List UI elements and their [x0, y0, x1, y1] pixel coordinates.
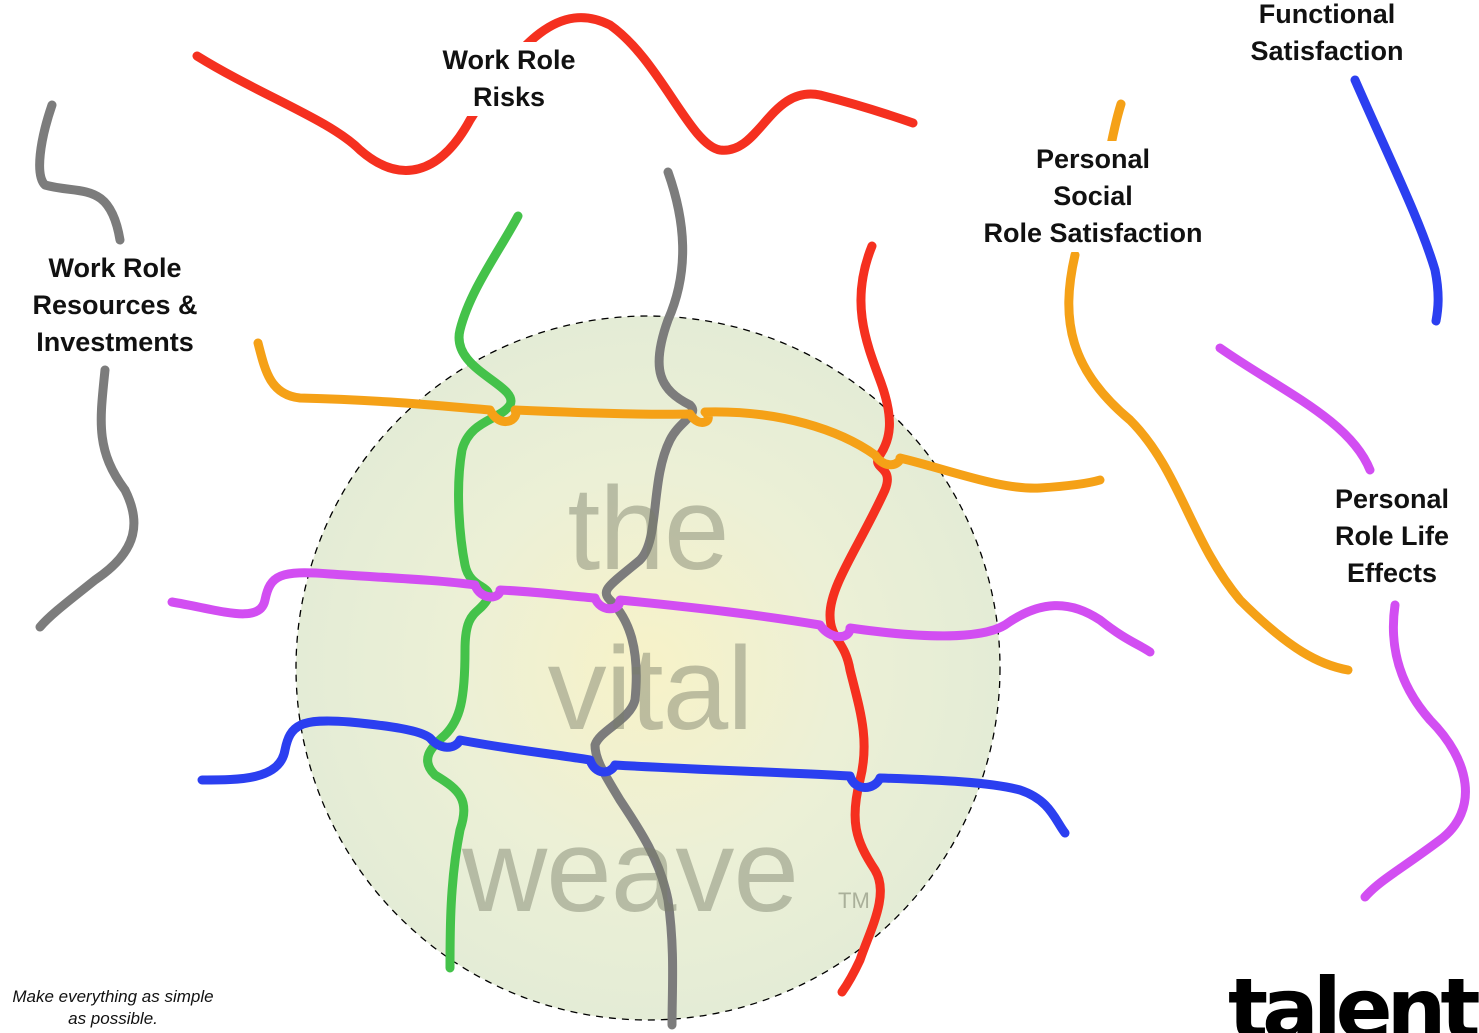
personal-social-role-thread: [1064, 250, 1353, 675]
work-role-resources-thread-bottom: [35, 365, 139, 632]
title-word-the: the: [567, 463, 729, 595]
label-personal-social-role-satisfaction: Personal Social Role Satisfaction: [958, 141, 1228, 252]
weave-blue-thread: [197, 716, 1070, 838]
title-word-weave: weave: [461, 805, 799, 937]
weave-circle: [295, 315, 1001, 1021]
weave-orange-thread: [253, 338, 1105, 493]
work-role-resources-thread-top: [35, 100, 125, 245]
label-functional-satisfaction: Functional Satisfaction: [1228, 0, 1426, 70]
functional-satisfaction-thread: [1350, 75, 1443, 326]
trademark-mark: TM: [838, 888, 870, 913]
title-word-vital: vital: [547, 623, 754, 755]
weave-gray-thread: [590, 167, 697, 1030]
label-personal-role-life-effects: Personal Role Life Effects: [1314, 481, 1470, 592]
weave-purple-thread: [167, 568, 1155, 657]
work-role-risks-thread: [192, 13, 918, 175]
talent-logo: talent: [1228, 960, 1479, 1033]
personal-social-role-thread-top: [1106, 99, 1126, 150]
personal-role-life-thread-top: [1215, 343, 1375, 475]
personal-role-life-thread-bottom: [1360, 600, 1470, 902]
label-work-role-resources: Work Role Resources & Investments: [14, 250, 216, 361]
label-work-role-risks: Work Role Risks: [424, 42, 594, 116]
einstein-quote: Make everything as simple as possible.: [12, 987, 214, 1028]
